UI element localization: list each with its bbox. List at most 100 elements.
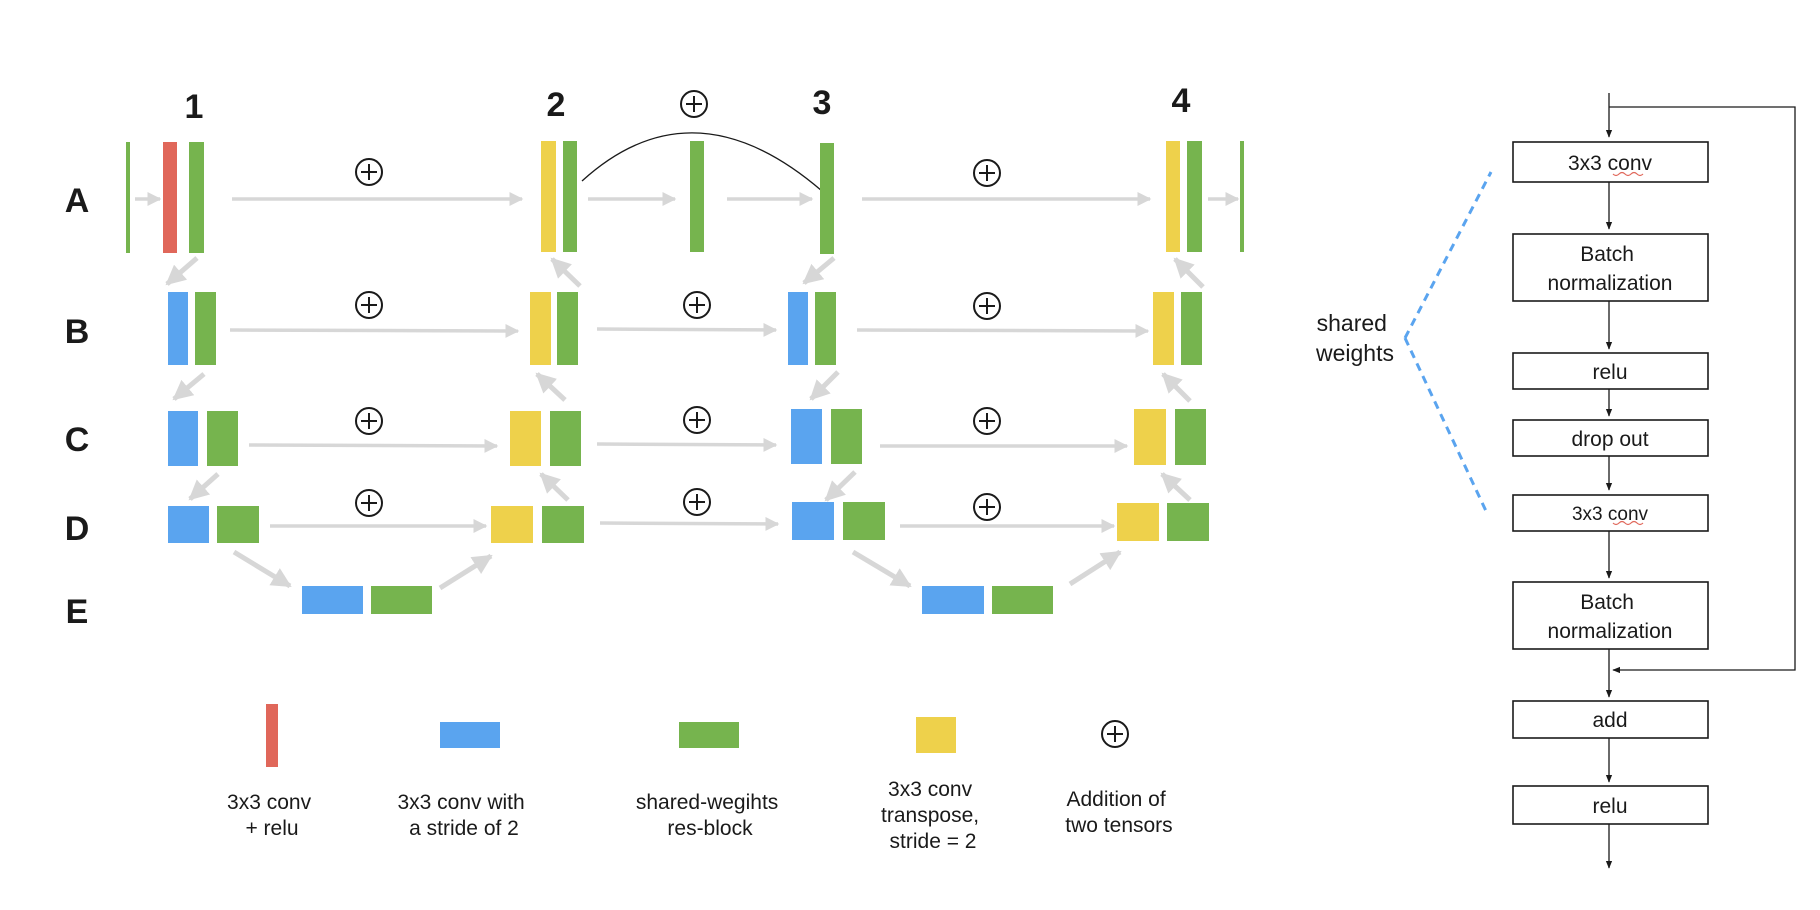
row-label-e: E: [66, 593, 89, 631]
step-box-batchnorm: [1512, 233, 1709, 302]
arrow: [1068, 549, 1122, 587]
step-label-relu: relu: [1592, 361, 1627, 384]
add-icon: [355, 158, 383, 186]
arrow: [438, 553, 493, 591]
green-block: [1175, 409, 1206, 465]
blue-block: [302, 586, 363, 614]
legend-label-red: 3x3 conv + relu: [227, 791, 317, 840]
yellow-block: [491, 506, 533, 543]
green-block: [189, 142, 204, 253]
green-block: [195, 292, 216, 365]
row-label-c: C: [65, 421, 90, 459]
arrow: [596, 322, 778, 337]
add-icon: [683, 488, 711, 516]
arrow: [596, 437, 778, 452]
green-block: [690, 141, 704, 252]
step-box-conv-2: [1512, 494, 1709, 532]
column-number-2: 2: [547, 86, 566, 124]
shared-weights-label: shared weights: [1315, 310, 1394, 366]
arrow: [802, 256, 836, 285]
resblock-flowchart: 3x3 conv Batch normalization relu drop o…: [1512, 93, 1796, 869]
yellow-block: [1134, 409, 1166, 465]
arrow: [172, 372, 206, 401]
arrow: [229, 323, 520, 338]
add-icon: [683, 291, 711, 319]
yellow-block: [1166, 141, 1180, 252]
legend-red-swatch: [266, 704, 278, 767]
legend-label-yellow: 3x3 conv transpose, stride = 2: [881, 778, 985, 853]
blue-block: [791, 409, 822, 464]
arrow: [188, 472, 220, 501]
green-block: [550, 411, 581, 466]
step-label-batchnorm: Batch normalization: [1548, 243, 1673, 295]
row-label-d: D: [65, 510, 90, 548]
row-label-a: A: [65, 182, 90, 220]
add-icon: [973, 159, 1001, 187]
arrow: [248, 438, 499, 453]
blue-block: [168, 292, 188, 365]
step-box-relu: [1512, 352, 1709, 390]
add-icon: [683, 406, 711, 434]
legend-label-green: shared-wegihts res-block: [636, 791, 784, 840]
green-block: [992, 586, 1053, 614]
green-block: [820, 143, 834, 254]
arrow: [851, 549, 912, 589]
spellcheck-underline: [1612, 171, 1644, 177]
arrow: [856, 323, 1150, 338]
green-block: [542, 506, 584, 543]
column-number-3: 3: [813, 84, 832, 122]
green-block: [1240, 141, 1244, 252]
arrow: [550, 257, 582, 288]
dashed-bracket-top: [1403, 171, 1493, 339]
blue-block: [792, 502, 834, 540]
step-label-conv: 3x3 conv: [1568, 152, 1653, 175]
legend-blue-swatch: [440, 722, 500, 748]
blue-block: [168, 411, 198, 466]
green-block: [815, 292, 836, 365]
residual-skip-line: [1609, 106, 1796, 674]
red-block: [163, 142, 177, 253]
green-block: [371, 586, 432, 614]
yellow-block: [1153, 292, 1174, 365]
green-block: [207, 411, 238, 466]
legend-add-icon: [1101, 720, 1129, 748]
diagonal-arrows: [165, 256, 1205, 591]
row-label-b: B: [65, 313, 90, 351]
legend: 3x3 conv + relu 3x3 conv with a stride o…: [227, 704, 1173, 853]
step-box-add: [1512, 700, 1709, 739]
arrow: [1160, 472, 1192, 502]
blue-block: [922, 586, 984, 614]
add-icon: [680, 90, 708, 118]
add-icon: [355, 489, 383, 517]
legend-label-add: Addition of two tensors: [1065, 788, 1172, 837]
green-block: [126, 142, 130, 253]
yellow-block: [541, 141, 556, 252]
step-label-add: add: [1592, 709, 1627, 732]
arrow: [232, 549, 292, 589]
green-block: [563, 141, 577, 252]
arrow: [824, 470, 857, 502]
add-icon: [355, 407, 383, 435]
blocks: [126, 141, 1244, 614]
step-label-dropout: drop out: [1571, 428, 1648, 451]
arrow: [1173, 257, 1205, 289]
addition-symbols: [355, 90, 1001, 521]
step-label-relu-2: relu: [1592, 795, 1627, 818]
yellow-block: [530, 292, 551, 365]
step-box-relu-2: [1512, 785, 1709, 825]
blue-block: [168, 506, 209, 543]
legend-yellow-swatch: [916, 717, 956, 753]
blue-block: [788, 292, 808, 365]
column-number-4: 4: [1172, 82, 1191, 120]
add-icon: [973, 407, 1001, 435]
step-box-conv: [1512, 141, 1709, 183]
green-block: [843, 502, 885, 540]
green-block: [1167, 503, 1209, 541]
step-label-batchnorm-2: Batch normalization: [1548, 591, 1673, 643]
dashed-bracket-bottom: [1403, 337, 1488, 512]
yellow-block: [510, 411, 541, 466]
arrow: [535, 372, 567, 402]
yellow-block: [1117, 503, 1159, 541]
green-block: [1187, 141, 1202, 252]
